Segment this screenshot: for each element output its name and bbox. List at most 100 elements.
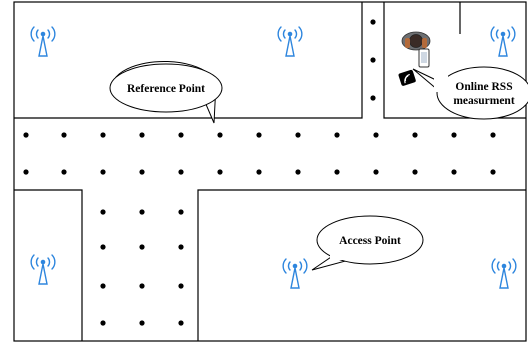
callout-reference-point-label: Reference Point [127, 83, 205, 95]
reference-point-dot [370, 19, 376, 25]
reference-point-dot [23, 132, 29, 138]
reference-point-dot [370, 57, 376, 63]
access-point-signal [495, 29, 499, 39]
reference-point-dot [100, 132, 106, 138]
reference-point-dot [334, 132, 340, 138]
access-point-signal [294, 29, 298, 39]
access-point-icon [277, 26, 303, 57]
access-point-signal [282, 258, 287, 274]
reference-point-dot [23, 169, 29, 175]
access-point-signal [303, 258, 308, 274]
access-point-signal [507, 29, 511, 39]
access-point-icon [490, 26, 516, 57]
access-point-signal [51, 254, 56, 270]
access-point-signal [512, 258, 517, 274]
callout-online-rss-line2: measurment [453, 95, 514, 107]
person-arm-left [405, 38, 410, 48]
outer-wall [13, 1, 527, 342]
access-point-signal [38, 35, 48, 57]
room-bottom-left-wall [14, 189, 83, 341]
access-point-signal [491, 258, 496, 274]
callout-access-point: Access Point [311, 215, 424, 271]
access-point-antenna [292, 263, 298, 269]
access-points [30, 26, 517, 289]
person-arm-right [422, 38, 427, 48]
access-point-signal [277, 26, 282, 42]
person-head [409, 34, 423, 48]
access-point-antenna [501, 263, 507, 269]
access-point-signal [47, 257, 51, 267]
access-point-signal [298, 26, 303, 42]
callout-access-point-label: Access Point [339, 235, 401, 247]
access-point-signal [38, 263, 48, 285]
callout-online-rss-line1: Online RSS [455, 81, 512, 93]
reference-point-dot [178, 209, 184, 215]
reference-point-dot [139, 283, 145, 289]
reference-point-dot [373, 132, 379, 138]
access-point-signal [511, 26, 516, 42]
reference-point-dot [217, 169, 223, 175]
access-point-signal [30, 254, 35, 270]
access-point-signal [496, 261, 500, 271]
reference-points [23, 19, 496, 326]
reference-point-dot [139, 320, 145, 326]
reference-point-dot [178, 320, 184, 326]
smartphone-screen [421, 52, 427, 63]
reference-point-dot [295, 132, 301, 138]
callout-reference-point: Reference Point [109, 60, 223, 124]
reference-point-dot [451, 132, 457, 138]
reference-point-dot [256, 169, 262, 175]
access-point-signal [287, 261, 291, 271]
reference-point-dot [412, 132, 418, 138]
reference-point-dot [490, 132, 496, 138]
access-point-signal [47, 29, 51, 39]
reference-point-dot [373, 169, 379, 175]
reference-point-dot [100, 169, 106, 175]
access-point-antenna [287, 31, 293, 37]
reference-point-dot [295, 169, 301, 175]
reference-point-dot [256, 132, 262, 138]
access-point-icon [282, 258, 308, 289]
access-point-signal [282, 29, 286, 39]
reference-point-dot [100, 320, 106, 326]
access-point-signal [290, 267, 300, 289]
reference-point-dot [139, 209, 145, 215]
measurement-tag-icon [398, 69, 416, 86]
room-bottom-right-wall [197, 189, 526, 341]
reference-point-dot [370, 95, 376, 101]
reference-point-dot [61, 169, 67, 175]
access-point-signal [35, 257, 39, 267]
reference-point-dot [61, 132, 67, 138]
reference-point-dot [139, 244, 145, 250]
reference-point-dot [100, 209, 106, 215]
reference-point-dot [490, 169, 496, 175]
reference-point-dot [451, 169, 457, 175]
access-point-signal [30, 26, 35, 42]
access-point-signal [51, 26, 56, 42]
reference-point-dot [217, 132, 223, 138]
reference-point-dot [334, 169, 340, 175]
access-point-signal [499, 267, 509, 289]
walls [13, 1, 527, 342]
access-point-icon [491, 258, 517, 289]
access-point-antenna [40, 259, 46, 265]
access-point-signal [35, 29, 39, 39]
access-point-icon [30, 254, 56, 285]
reference-point-dot [178, 132, 184, 138]
reference-point-dot [100, 283, 106, 289]
access-point-antenna [500, 31, 506, 37]
reference-point-dot [412, 169, 418, 175]
access-point-signal [498, 35, 508, 57]
reference-point-dot [178, 244, 184, 250]
access-point-signal [285, 35, 295, 57]
access-point-signal [299, 261, 303, 271]
access-point-antenna [40, 31, 46, 37]
reference-point-dot [139, 132, 145, 138]
access-point-signal [508, 261, 512, 271]
callout-online-rss: Online RSS measurment [412, 66, 528, 120]
room-top-left-wall [14, 2, 363, 119]
reference-point-dot [139, 169, 145, 175]
access-point-signal [490, 26, 495, 42]
